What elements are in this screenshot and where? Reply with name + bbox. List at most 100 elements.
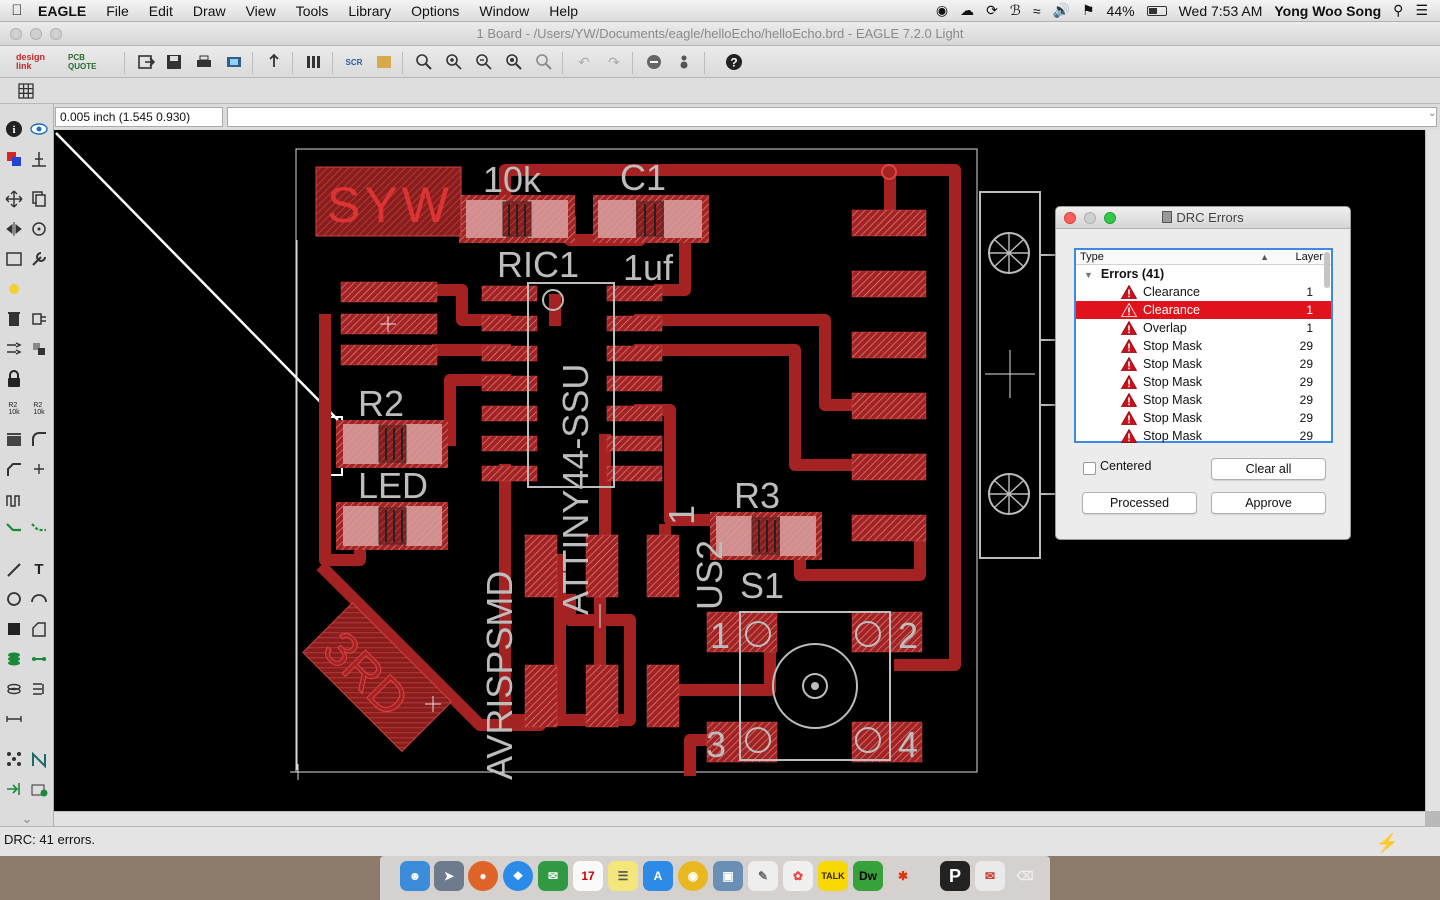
evernote-icon[interactable]: ✉	[538, 861, 568, 891]
stop-icon[interactable]	[644, 52, 664, 72]
circle-icon[interactable]	[3, 588, 25, 610]
kakaotalk-icon[interactable]: TALK	[818, 861, 848, 891]
pencil-app-icon[interactable]: P	[940, 861, 970, 891]
firefox-icon[interactable]: ●	[468, 861, 498, 891]
display-layers-icon[interactable]	[3, 148, 25, 170]
ulp-icon[interactable]	[304, 52, 324, 72]
group-icon[interactable]	[3, 248, 25, 270]
menu-file[interactable]: File	[106, 2, 129, 19]
close-button[interactable]	[10, 28, 22, 40]
ratsnest-icon[interactable]	[3, 748, 25, 770]
replace-icon[interactable]	[28, 338, 50, 360]
launchpad-icon[interactable]: ➤	[434, 861, 464, 891]
clock[interactable]: Wed 7:53 AM	[1178, 2, 1263, 19]
mark-icon[interactable]	[28, 148, 50, 170]
lock-icon[interactable]	[3, 368, 25, 390]
zoom-button[interactable]	[50, 28, 62, 40]
apple-icon[interactable]: 	[0, 2, 28, 19]
save-icon[interactable]	[164, 52, 184, 72]
help-icon[interactable]: ?	[724, 52, 744, 72]
split-icon[interactable]	[3, 428, 25, 450]
centered-checkbox[interactable]	[1083, 462, 1096, 475]
sync-icon[interactable]: ⟳	[986, 2, 998, 18]
change-wrench-icon[interactable]	[28, 248, 50, 270]
cloud-icon[interactable]: ☁	[960, 2, 975, 18]
zoom-out-icon[interactable]	[474, 52, 494, 72]
approve-button[interactable]: Approve	[1211, 492, 1326, 514]
show-eye-icon[interactable]	[28, 118, 50, 140]
command-input[interactable]	[227, 107, 1437, 127]
trash-icon[interactable]: ⌫	[1016, 869, 1034, 883]
hole-icon[interactable]	[3, 678, 25, 700]
spotlight-icon[interactable]: ⚲	[1393, 2, 1404, 18]
menu-view[interactable]: View	[245, 2, 276, 19]
drc-minimize-button[interactable]	[1084, 212, 1096, 224]
column-layer[interactable]: Layer	[1295, 251, 1323, 263]
minimize-button[interactable]	[30, 28, 42, 40]
signal-icon[interactable]	[28, 648, 50, 670]
optimize-icon[interactable]	[3, 458, 25, 480]
menu-edit[interactable]: Edit	[148, 2, 173, 19]
calendar-icon[interactable]: 17	[573, 861, 603, 891]
drc-zoom-button[interactable]	[1104, 212, 1116, 224]
add-icon[interactable]	[28, 308, 50, 330]
drc-group-errors[interactable]: ▼Errors (41)	[1084, 267, 1165, 281]
copy-icon[interactable]	[28, 188, 50, 210]
route-icon[interactable]	[3, 518, 25, 540]
arc-icon[interactable]	[28, 588, 50, 610]
go-icon[interactable]	[674, 52, 694, 72]
menu-help[interactable]: Help	[549, 2, 579, 19]
drc-icon[interactable]	[28, 778, 50, 800]
scr-icon[interactable]: SCR	[345, 57, 363, 67]
ripup-icon[interactable]	[28, 518, 50, 540]
disclosure-triangle-icon[interactable]: ▼	[1084, 270, 1093, 280]
mail-icon[interactable]: ✉	[975, 861, 1005, 891]
script-icon[interactable]	[264, 52, 284, 72]
column-type[interactable]: Type	[1080, 251, 1104, 263]
textedit-icon[interactable]: ✎	[748, 861, 778, 891]
errors-icon[interactable]	[3, 778, 25, 800]
processed-button[interactable]: Processed	[1082, 492, 1197, 514]
polygon-icon[interactable]	[28, 618, 50, 640]
drc-list-scrollbar[interactable]	[1324, 252, 1330, 288]
undo-icon[interactable]: ↶	[578, 53, 590, 70]
paste-icon[interactable]	[3, 278, 25, 300]
info-icon[interactable]: i	[3, 118, 25, 140]
app-store-icon[interactable]: A	[643, 861, 673, 891]
rect-icon[interactable]	[3, 618, 25, 640]
photos-icon[interactable]: ✿	[783, 861, 813, 891]
pcb-quote-icon[interactable]: PCB QUOTE	[68, 53, 97, 71]
miter-icon[interactable]	[28, 428, 50, 450]
print-icon[interactable]	[194, 52, 214, 72]
autoroute-icon[interactable]	[28, 748, 50, 770]
bluetooth-icon[interactable]: ℬ	[1009, 2, 1021, 18]
user-name[interactable]: Yong Woo Song	[1274, 2, 1382, 19]
sort-arrow-icon[interactable]: ▲	[1260, 252, 1269, 262]
ulp-run-icon[interactable]	[374, 52, 394, 72]
battery-percent[interactable]: 44%	[1106, 2, 1135, 19]
menu-window[interactable]: Window	[479, 2, 530, 19]
vertical-scrollbar[interactable]: ⌄	[1425, 108, 1440, 811]
chrome-icon[interactable]: ◉	[678, 861, 708, 891]
text-tool-icon[interactable]: T	[34, 560, 44, 578]
flag-icon[interactable]: ⚑	[1081, 2, 1095, 18]
preview-icon[interactable]: ▣	[713, 861, 743, 891]
smash-icon[interactable]	[28, 458, 50, 480]
via-icon[interactable]	[3, 648, 25, 670]
eagle-icon[interactable]: ✱	[897, 869, 909, 883]
rotate-icon[interactable]	[28, 218, 50, 240]
zoom-select-icon[interactable]	[534, 52, 554, 72]
drc-title-bar[interactable]: DRC Errors	[1056, 207, 1350, 229]
redo-icon[interactable]: ↷	[608, 53, 620, 70]
menu-draw[interactable]: Draw	[192, 2, 226, 19]
horizontal-scrollbar[interactable]	[54, 811, 1425, 826]
